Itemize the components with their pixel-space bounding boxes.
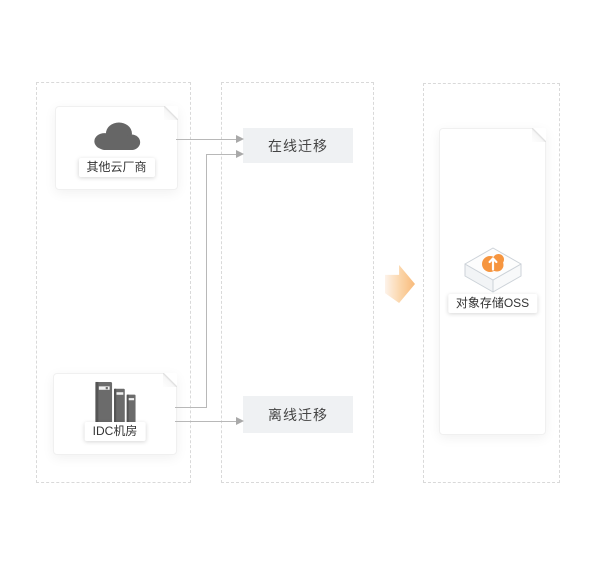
connector-idc-to-offline (175, 421, 236, 422)
folded-corner (532, 128, 546, 142)
arrowhead-cloud-to-online (236, 135, 244, 143)
migration-group-box (221, 82, 374, 483)
online-migration-box: 在线迁移 (243, 128, 353, 163)
offline-migration-label: 离线迁移 (268, 406, 328, 423)
arrowhead-idc-to-online (236, 150, 244, 158)
other-cloud-card: 其他云厂商 (55, 106, 178, 190)
server-rack-icon (93, 380, 138, 430)
connector-idc-to-online-seg1 (175, 407, 207, 408)
connector-idc-to-online-seg3 (206, 154, 236, 155)
offline-migration-box: 离线迁移 (243, 396, 353, 433)
connector-cloud-to-online (176, 139, 236, 140)
arrowhead-idc-to-offline (236, 417, 244, 425)
sources-group-box (36, 82, 191, 483)
connector-idc-to-online-seg2 (206, 154, 207, 408)
oss-card: 对象存储OSS (439, 128, 546, 435)
idc-card: IDC机房 (53, 373, 177, 455)
idc-label: IDC机房 (84, 422, 146, 441)
cloud-icon (90, 117, 144, 159)
destination-group-box (423, 83, 560, 483)
migration-to-oss-arrow-icon (385, 265, 415, 303)
folded-corner (163, 373, 177, 387)
folded-corner (164, 106, 178, 120)
other-cloud-label: 其他云厂商 (78, 158, 155, 177)
oss-label: 对象存储OSS (447, 294, 538, 313)
online-migration-label: 在线迁移 (268, 137, 328, 154)
oss-cube-icon (461, 246, 525, 307)
